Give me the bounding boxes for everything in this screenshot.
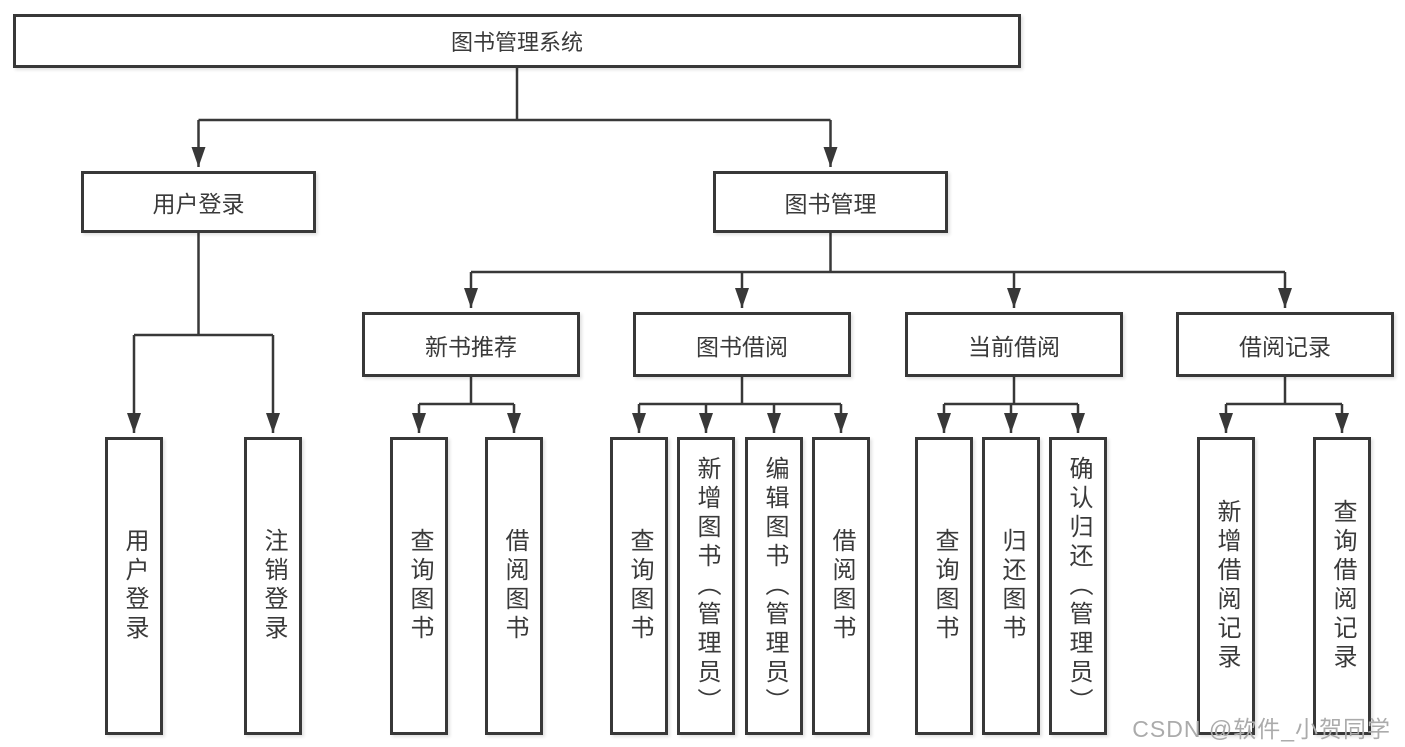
node-label: 查询借阅记录	[1329, 499, 1356, 673]
leaf-query-books-recommend: 查询图书	[390, 437, 448, 735]
leaf-borrow-books-recommend: 借阅图书	[485, 437, 543, 735]
leaf-return-book: 归还图书	[982, 437, 1040, 735]
node-label: 新书推荐	[425, 333, 517, 360]
node-label: 查询图书	[626, 528, 653, 644]
leaf-query-books-borrow: 查询图书	[610, 437, 668, 735]
node-label: 注销登录	[260, 528, 287, 644]
node-current-borrow: 当前借阅	[905, 312, 1123, 377]
node-user-login: 用户登录	[81, 171, 316, 233]
node-library-management-system: 图书管理系统	[13, 14, 1021, 68]
node-label: 确认归还（管理员）	[1065, 455, 1092, 717]
leaf-confirm-return-admin: 确认归还（管理员）	[1049, 437, 1107, 735]
csdn-watermark: CSDN @软件_小贺同学	[1132, 716, 1391, 742]
node-label: 用户登录	[121, 528, 148, 644]
node-label: 查询图书	[406, 528, 433, 644]
node-label: 新增图书（管理员）	[693, 455, 720, 717]
node-label: 当前借阅	[968, 333, 1060, 360]
leaf-query-books-current: 查询图书	[915, 437, 973, 735]
node-label: 编辑图书（管理员）	[761, 455, 788, 717]
leaf-borrow-books: 借阅图书	[812, 437, 870, 735]
node-label: 查询图书	[931, 528, 958, 644]
node-book-borrow: 图书借阅	[633, 312, 851, 377]
node-label: 新增借阅记录	[1213, 499, 1240, 673]
leaf-logout-login: 注销登录	[244, 437, 302, 735]
leaf-user-login: 用户登录	[105, 437, 163, 735]
leaf-edit-book-admin: 编辑图书（管理员）	[745, 437, 803, 735]
node-borrow-records: 借阅记录	[1176, 312, 1394, 377]
node-label: 借阅图书	[501, 528, 528, 644]
node-label: 图书管理系统	[450, 30, 583, 55]
leaf-add-book-admin: 新增图书（管理员）	[677, 437, 735, 735]
node-label: 用户登录	[152, 191, 245, 217]
node-label: 图书借阅	[696, 333, 788, 360]
node-label: 借阅记录	[1239, 333, 1331, 360]
node-new-book-recommend: 新书推荐	[362, 312, 580, 377]
node-label: 图书管理	[784, 191, 877, 217]
node-book-management: 图书管理	[713, 171, 948, 233]
node-label: 归还图书	[998, 528, 1025, 644]
leaf-add-borrow-record: 新增借阅记录	[1197, 437, 1255, 735]
node-label: 借阅图书	[828, 528, 855, 644]
leaf-query-borrow-record: 查询借阅记录	[1313, 437, 1371, 735]
